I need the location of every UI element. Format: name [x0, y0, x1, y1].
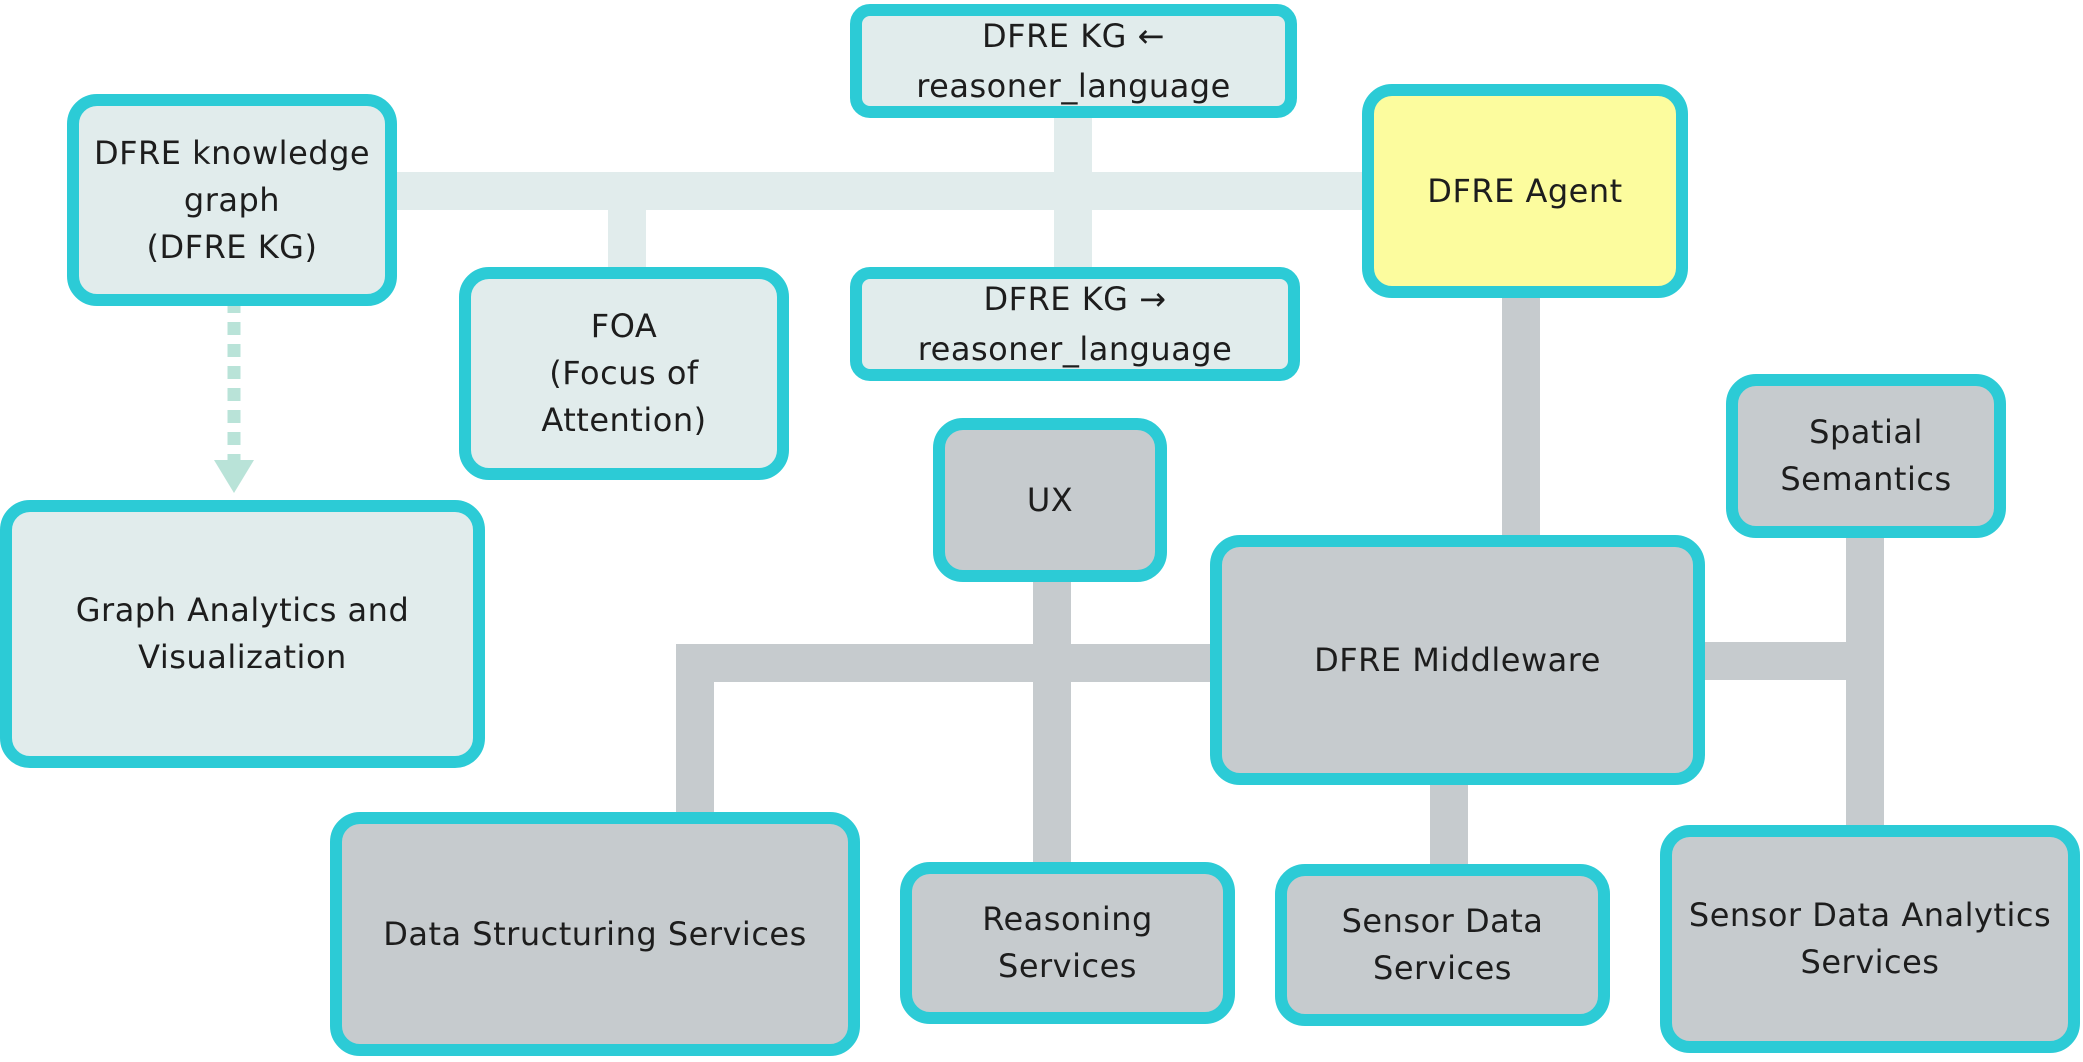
connector-middleware-sensor-data [1430, 775, 1468, 875]
node-dfre-middleware[interactable]: DFRE Middleware [1210, 535, 1705, 785]
node-label: DFRE knowledge graph (DFRE KG) [93, 133, 371, 266]
node-graph-analytics-visualization[interactable]: Graph Analytics and Visualization [0, 500, 485, 768]
node-label: Data Structuring Services [383, 914, 807, 953]
node-label: Graph Analytics and Visualization [75, 591, 410, 676]
connector-spatial-sensor-analytics-vertical [1846, 530, 1884, 840]
node-kg-from-reasoner-language[interactable]: DFRE KG ← reasoner_language [850, 4, 1297, 118]
node-label: Sensor Data Analytics Services [1688, 896, 2052, 981]
node-label: DFRE Agent [1427, 171, 1623, 210]
node-label: Spatial Semantics [1780, 413, 1952, 498]
connector-middleware-right-horizontal [1690, 642, 1856, 680]
node-foa[interactable]: FOA (Focus of Attention) [459, 267, 789, 480]
node-label: Sensor Data Services [1341, 902, 1544, 987]
connector-top-horizontal [392, 172, 1372, 210]
node-label: DFRE KG ← reasoner_language [916, 17, 1231, 105]
node-label: FOA (Focus of Attention) [541, 307, 707, 439]
dotted-arrow-connector [214, 300, 254, 493]
connector-foa-vertical [608, 200, 646, 270]
connector-middleware-left-horizontal [676, 644, 1232, 682]
connector-ux-reasoning-vertical [1033, 570, 1071, 876]
node-dfre-agent[interactable]: DFRE Agent [1362, 84, 1688, 298]
node-spatial-semantics[interactable]: Spatial Semantics [1726, 374, 2006, 538]
node-kg-to-reasoner-language[interactable]: DFRE KG → reasoner_language [850, 267, 1300, 381]
node-data-structuring-services[interactable]: Data Structuring Services [330, 812, 860, 1056]
node-sensor-data-services[interactable]: Sensor Data Services [1275, 864, 1610, 1026]
node-reasoning-services[interactable]: Reasoning Services [900, 862, 1235, 1024]
node-label: DFRE KG → reasoner_language [917, 280, 1233, 368]
node-sensor-data-analytics-services[interactable]: Sensor Data Analytics Services [1660, 825, 2080, 1053]
node-label: UX [1026, 480, 1074, 519]
connector-reasoner-lang-vertical [1054, 110, 1092, 275]
node-dfre-knowledge-graph[interactable]: DFRE knowledge graph (DFRE KG) [67, 94, 397, 306]
node-ux[interactable]: UX [933, 418, 1167, 582]
connector-data-structuring-vertical [676, 644, 714, 826]
connector-agent-middleware [1502, 282, 1540, 547]
node-label: Reasoning Services [982, 900, 1153, 985]
node-label: DFRE Middleware [1314, 640, 1601, 679]
